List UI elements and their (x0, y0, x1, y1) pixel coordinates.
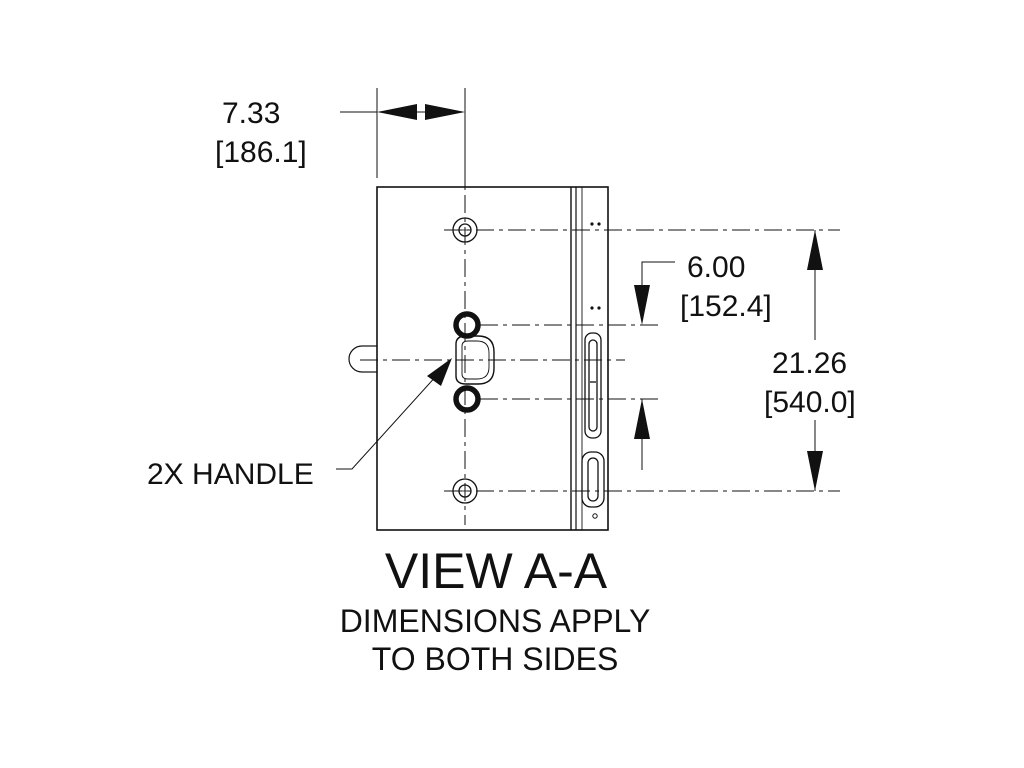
hole-spacing-dimension (807, 230, 823, 491)
side-dots (590, 222, 601, 519)
hole-spacing-inches: 21.26 (772, 347, 847, 380)
width-dim-inches: 7.33 (222, 97, 280, 130)
hole-spacing-mm: [540.0] (764, 386, 856, 419)
width-dim-mm: [186.1] (215, 136, 307, 169)
mounting-hole-top (452, 217, 478, 243)
hinge-stub (348, 345, 377, 373)
panel-body (376, 186, 609, 531)
note-line-2: TO BOTH SIDES (372, 641, 619, 677)
handle-bolt-top (453, 311, 481, 339)
view-title: VIEW A-A (385, 543, 608, 599)
width-dimension (340, 88, 466, 190)
note-line-1: DIMENSIONS APPLY (340, 603, 651, 639)
handle-offset-mm: [152.4] (680, 290, 772, 323)
handle-callout-label: 2X HANDLE (147, 458, 314, 491)
handle-offset-dimension (634, 261, 675, 470)
centerlines (360, 195, 840, 525)
handle-bolt-bottom (453, 385, 481, 413)
handle-offset-inches: 6.00 (687, 251, 745, 284)
side-slots (581, 332, 605, 508)
handle-callout-leader (336, 358, 452, 470)
mounting-hole-bottom (452, 478, 478, 504)
